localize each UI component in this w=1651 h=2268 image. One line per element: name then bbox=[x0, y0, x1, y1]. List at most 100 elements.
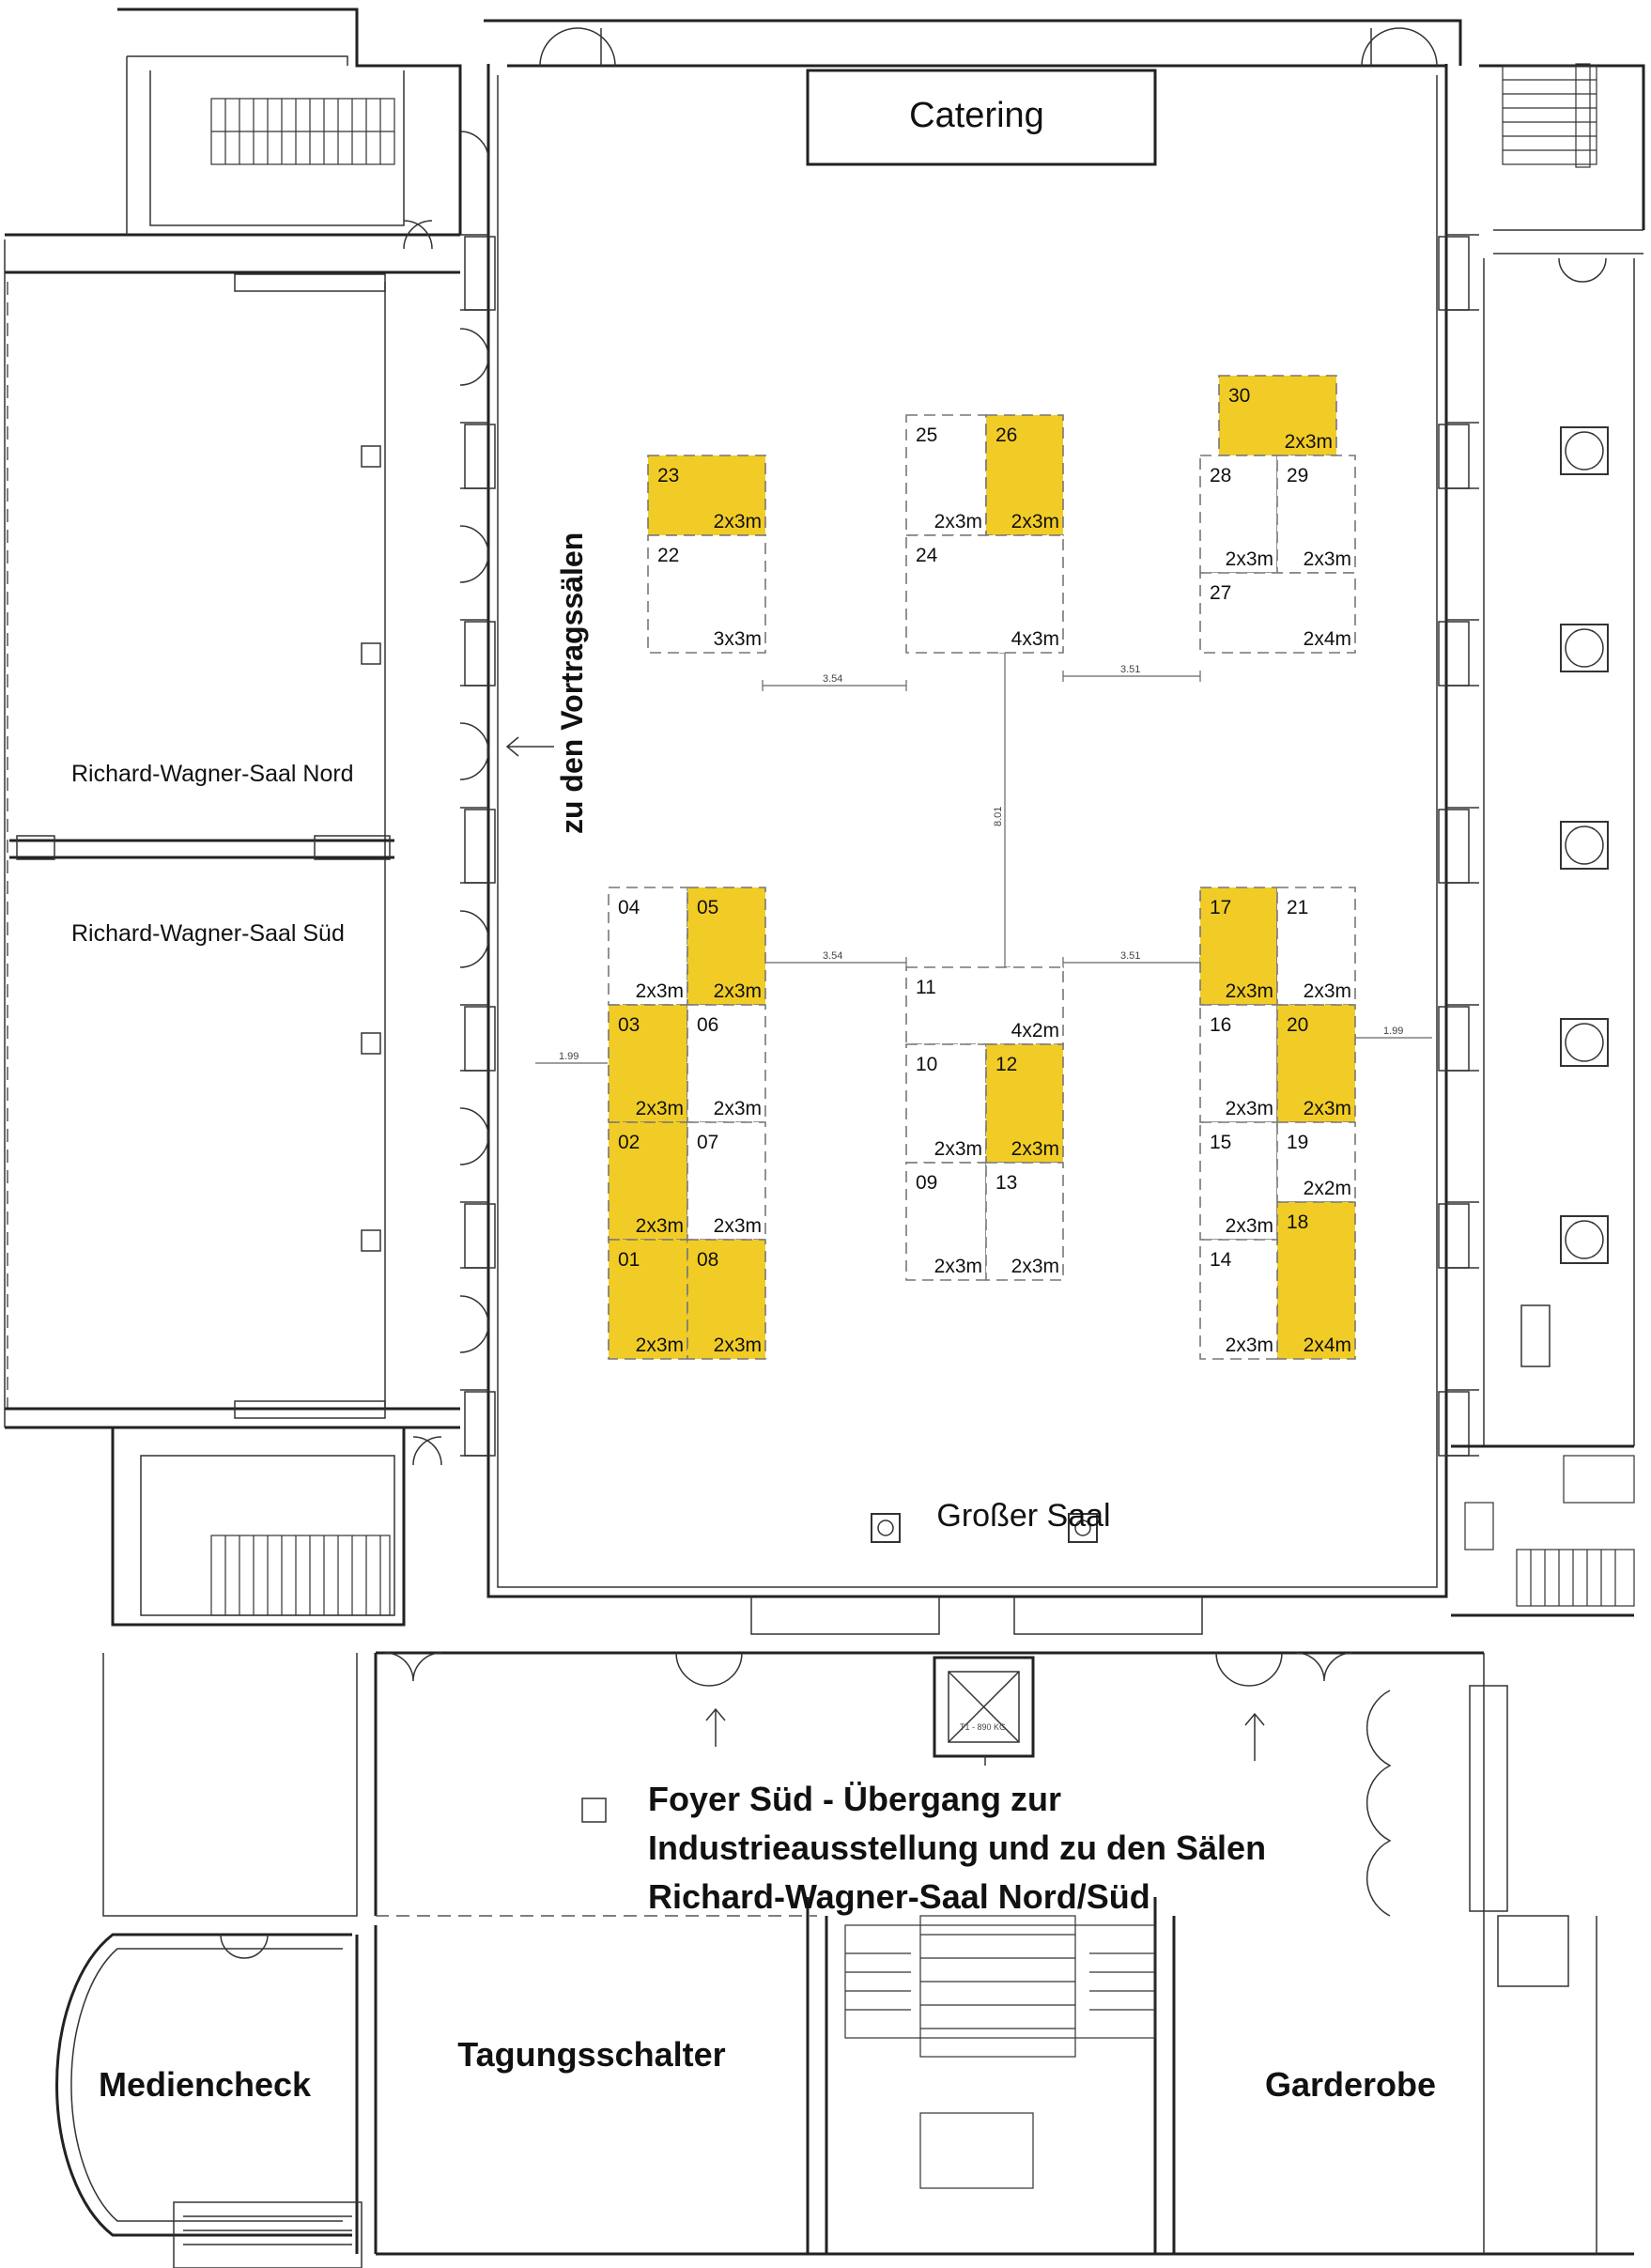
booth-size: 3x3m bbox=[714, 628, 762, 650]
booth-rect bbox=[905, 1043, 987, 1164]
booth-size: 2x3m bbox=[636, 1335, 684, 1356]
booth-number: 07 bbox=[697, 1132, 718, 1153]
booth-14[interactable]: 14 2x3m bbox=[1199, 1239, 1278, 1360]
svg-text:T1 - 890 KG: T1 - 890 KG bbox=[960, 1722, 1006, 1732]
booth-rect bbox=[647, 534, 766, 654]
booth-04[interactable]: 04 2x3m bbox=[608, 887, 688, 1006]
grosser-saal-label: Großer Saal bbox=[936, 1498, 1110, 1534]
booth-rect bbox=[1276, 1121, 1356, 1203]
dim-354-top: 3.54 bbox=[823, 673, 842, 685]
booth-number: 25 bbox=[916, 424, 937, 446]
booth-number: 23 bbox=[657, 465, 679, 486]
booth-27[interactable]: 27 2x4m bbox=[1199, 572, 1356, 654]
booth-25[interactable]: 25 2x3m bbox=[905, 414, 987, 536]
mediencheck-label: Mediencheck bbox=[99, 2065, 312, 2104]
booth-size: 2x3m bbox=[714, 980, 762, 1002]
booth-size: 2x3m bbox=[714, 1335, 762, 1356]
booth-size: 4x3m bbox=[1011, 628, 1059, 650]
booth-rect bbox=[1199, 1239, 1278, 1360]
booth-22[interactable]: 22 3x3m bbox=[647, 534, 766, 654]
booth-size: 2x3m bbox=[934, 1138, 982, 1160]
booth-size: 2x3m bbox=[1226, 1215, 1273, 1237]
booth-rect bbox=[1218, 375, 1337, 456]
booth-number: 11 bbox=[916, 977, 936, 998]
booth-rect bbox=[1276, 887, 1356, 1006]
booth-08[interactable]: 08 2x3m bbox=[687, 1239, 766, 1360]
booth-size: 2x3m bbox=[934, 511, 982, 532]
booth-23[interactable]: 23 2x3m bbox=[647, 455, 766, 536]
booth-number: 27 bbox=[1210, 582, 1231, 604]
dim-351-top: 3.51 bbox=[1120, 664, 1140, 675]
booth-number: 08 bbox=[697, 1249, 718, 1271]
booth-size: 2x3m bbox=[1226, 980, 1273, 1002]
booth-number: 13 bbox=[995, 1172, 1017, 1194]
booth-12[interactable]: 12 2x3m bbox=[985, 1043, 1064, 1164]
booth-rect bbox=[1276, 1004, 1356, 1123]
booth-size: 2x4m bbox=[1304, 628, 1351, 650]
booth-number: 18 bbox=[1287, 1211, 1308, 1233]
booth-number: 10 bbox=[916, 1054, 937, 1075]
booth-rect bbox=[1199, 887, 1278, 1006]
booth-number: 19 bbox=[1287, 1132, 1308, 1153]
booth-size: 2x3m bbox=[1011, 1256, 1059, 1277]
dim-199-right: 1.99 bbox=[1383, 1026, 1403, 1037]
garderobe-label: Garderobe bbox=[1265, 2065, 1436, 2104]
dim-199-left: 1.99 bbox=[559, 1051, 579, 1062]
booth-number: 14 bbox=[1210, 1249, 1232, 1271]
booth-number: 22 bbox=[657, 545, 679, 566]
booth-rect bbox=[1199, 572, 1356, 654]
booth-rect bbox=[608, 1239, 688, 1360]
booth-rect bbox=[1276, 1201, 1356, 1360]
booth-size: 2x4m bbox=[1304, 1335, 1351, 1356]
dim-354-mid: 3.54 bbox=[823, 950, 842, 962]
booth-13[interactable]: 13 2x3m bbox=[985, 1162, 1064, 1281]
booth-rect bbox=[1199, 455, 1278, 574]
booth-size: 2x3m bbox=[636, 1098, 684, 1119]
booth-size: 2x3m bbox=[1304, 980, 1351, 1002]
booth-size: 2x3m bbox=[1011, 1138, 1059, 1160]
rw-saal-nord-label: Richard-Wagner-Saal Nord bbox=[71, 761, 354, 787]
booth-03[interactable]: 03 2x3m bbox=[608, 1004, 688, 1123]
booth-size: 2x3m bbox=[1226, 1098, 1273, 1119]
booth-number: 30 bbox=[1228, 385, 1250, 407]
dim-801: 8.01 bbox=[993, 807, 1004, 826]
booth-number: 03 bbox=[618, 1014, 640, 1036]
booth-size: 2x3m bbox=[1226, 1335, 1273, 1356]
booth-rect bbox=[905, 534, 1064, 654]
booth-layer: 232x3m223x3m252x3m262x3m244x3m302x3m282x… bbox=[608, 375, 1356, 1360]
booth-rect bbox=[687, 887, 766, 1006]
booth-size: 2x3m bbox=[714, 511, 762, 532]
booth-18[interactable]: 18 2x4m bbox=[1276, 1201, 1356, 1360]
booth-number: 12 bbox=[995, 1054, 1017, 1075]
booth-10[interactable]: 10 2x3m bbox=[905, 1043, 987, 1164]
booth-number: 20 bbox=[1287, 1014, 1308, 1036]
booth-size: 2x3m bbox=[636, 980, 684, 1002]
booth-size: 2x3m bbox=[934, 1256, 982, 1277]
booth-size: 2x3m bbox=[1011, 511, 1059, 532]
booth-rect bbox=[905, 1162, 987, 1281]
booth-rect bbox=[905, 966, 1064, 1045]
foyer-sued-line1: Foyer Süd - Übergang zur bbox=[648, 1780, 1061, 1818]
booth-number: 04 bbox=[618, 897, 640, 918]
booth-rect bbox=[985, 1162, 1064, 1281]
dim-351-mid: 3.51 bbox=[1120, 950, 1140, 962]
booth-rect bbox=[985, 1043, 1064, 1164]
